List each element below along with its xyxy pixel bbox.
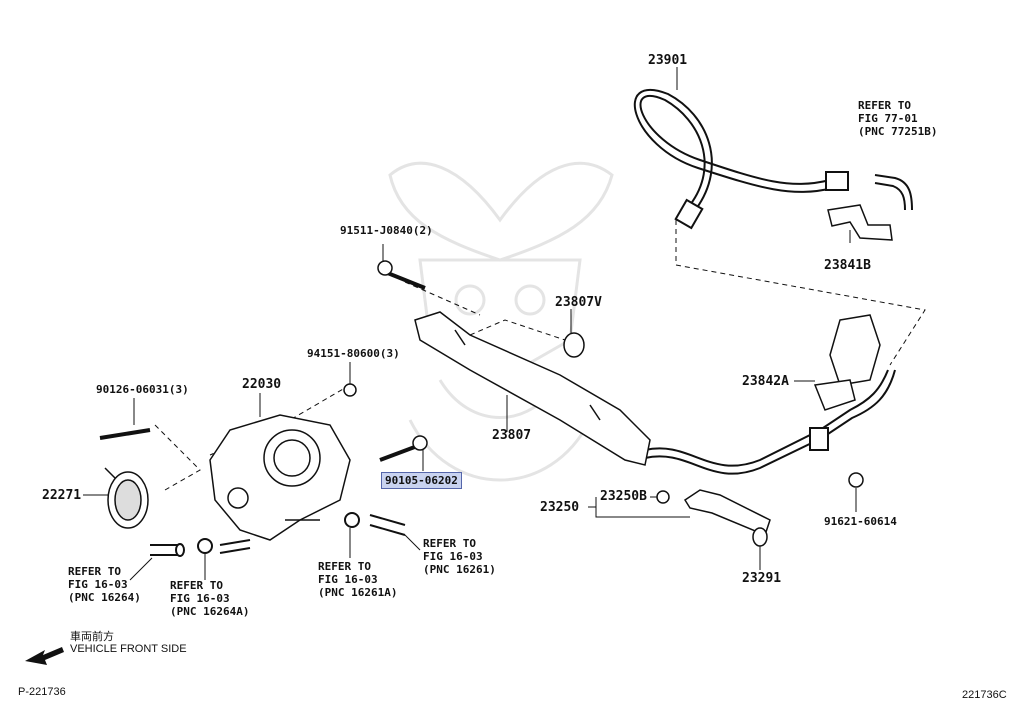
leader-lines xyxy=(83,67,857,581)
reference-line: (PNC 16261A) xyxy=(318,586,398,599)
reference-pnc-16261[interactable]: REFER TO FIG 16-03 (PNC 16261) xyxy=(423,537,496,576)
hoses-bottom xyxy=(150,512,406,557)
reference-line: FIG 16-03 xyxy=(170,592,230,605)
label-91621[interactable]: 91621-60614 xyxy=(824,515,897,528)
label-23841B[interactable]: 23841B xyxy=(824,258,871,273)
gasket-22271 xyxy=(104,467,149,529)
label-23250B[interactable]: 23250B xyxy=(600,489,647,504)
label-91511[interactable]: 91511-J0840(2) xyxy=(340,224,433,237)
injector-23250 xyxy=(656,489,771,547)
reference-pnc-77251b[interactable]: REFER TO FIG 77-01 (PNC 77251B) xyxy=(858,99,937,138)
footer-right-code: 221736C xyxy=(962,689,1007,701)
front-arrow-icon xyxy=(25,647,64,665)
reference-line: FIG 16-03 xyxy=(68,578,128,591)
reference-line: FIG 16-03 xyxy=(423,550,483,563)
reference-pnc-16264[interactable]: REFER TO FIG 16-03 (PNC 16264) xyxy=(68,565,141,604)
clamp-23842A xyxy=(813,314,881,411)
fuel-hose-23901 xyxy=(633,88,849,230)
label-23291[interactable]: 23291 xyxy=(742,571,782,586)
label-22030[interactable]: 22030 xyxy=(242,377,282,392)
label-23807[interactable]: 23807 xyxy=(492,428,532,443)
reference-line: REFER TO xyxy=(68,565,121,578)
reference-line: REFER TO xyxy=(423,537,476,550)
reference-pnc-16261a[interactable]: REFER TO FIG 16-03 (PNC 16261A) xyxy=(318,560,397,599)
reference-line: REFER TO xyxy=(318,560,371,573)
reference-line: (PNC 16264A) xyxy=(170,605,250,618)
label-23901[interactable]: 23901 xyxy=(648,53,688,68)
label-23807V[interactable]: 23807V xyxy=(555,295,602,310)
reference-pnc-16264a[interactable]: REFER TO FIG 16-03 (PNC 16264A) xyxy=(170,579,249,618)
label-22271[interactable]: 22271 xyxy=(42,488,82,503)
reference-line: REFER TO xyxy=(858,99,911,112)
label-94151[interactable]: 94151-80600(3) xyxy=(307,347,400,360)
bolts xyxy=(99,260,864,488)
throttle-body-22030 xyxy=(209,414,351,541)
label-23250[interactable]: 23250 xyxy=(540,500,580,515)
reference-line: FIG 77-01 xyxy=(858,112,918,125)
label-90126[interactable]: 90126-06031(3) xyxy=(96,383,189,396)
fuel-line xyxy=(644,369,896,475)
reference-line: (PNC 16261) xyxy=(423,563,496,576)
return-tube xyxy=(874,174,913,211)
clip-23841B xyxy=(827,204,893,241)
delivery-pipe-23807 xyxy=(414,311,651,466)
reference-line: (PNC 77251B) xyxy=(858,125,938,138)
footer-left-code: P-221736 xyxy=(18,686,66,698)
reference-line: FIG 16-03 xyxy=(318,573,378,586)
front-indicator-japanese: 車両前方 xyxy=(70,631,114,643)
reference-line: REFER TO xyxy=(170,579,223,592)
label-23842A[interactable]: 23842A xyxy=(742,374,789,389)
front-indicator-english: VEHICLE FRONT SIDE xyxy=(70,643,187,655)
insulator-23807V xyxy=(563,332,585,358)
label-90105-highlighted[interactable]: 90105-06202 xyxy=(381,472,462,489)
reference-line: (PNC 16264) xyxy=(68,591,141,604)
